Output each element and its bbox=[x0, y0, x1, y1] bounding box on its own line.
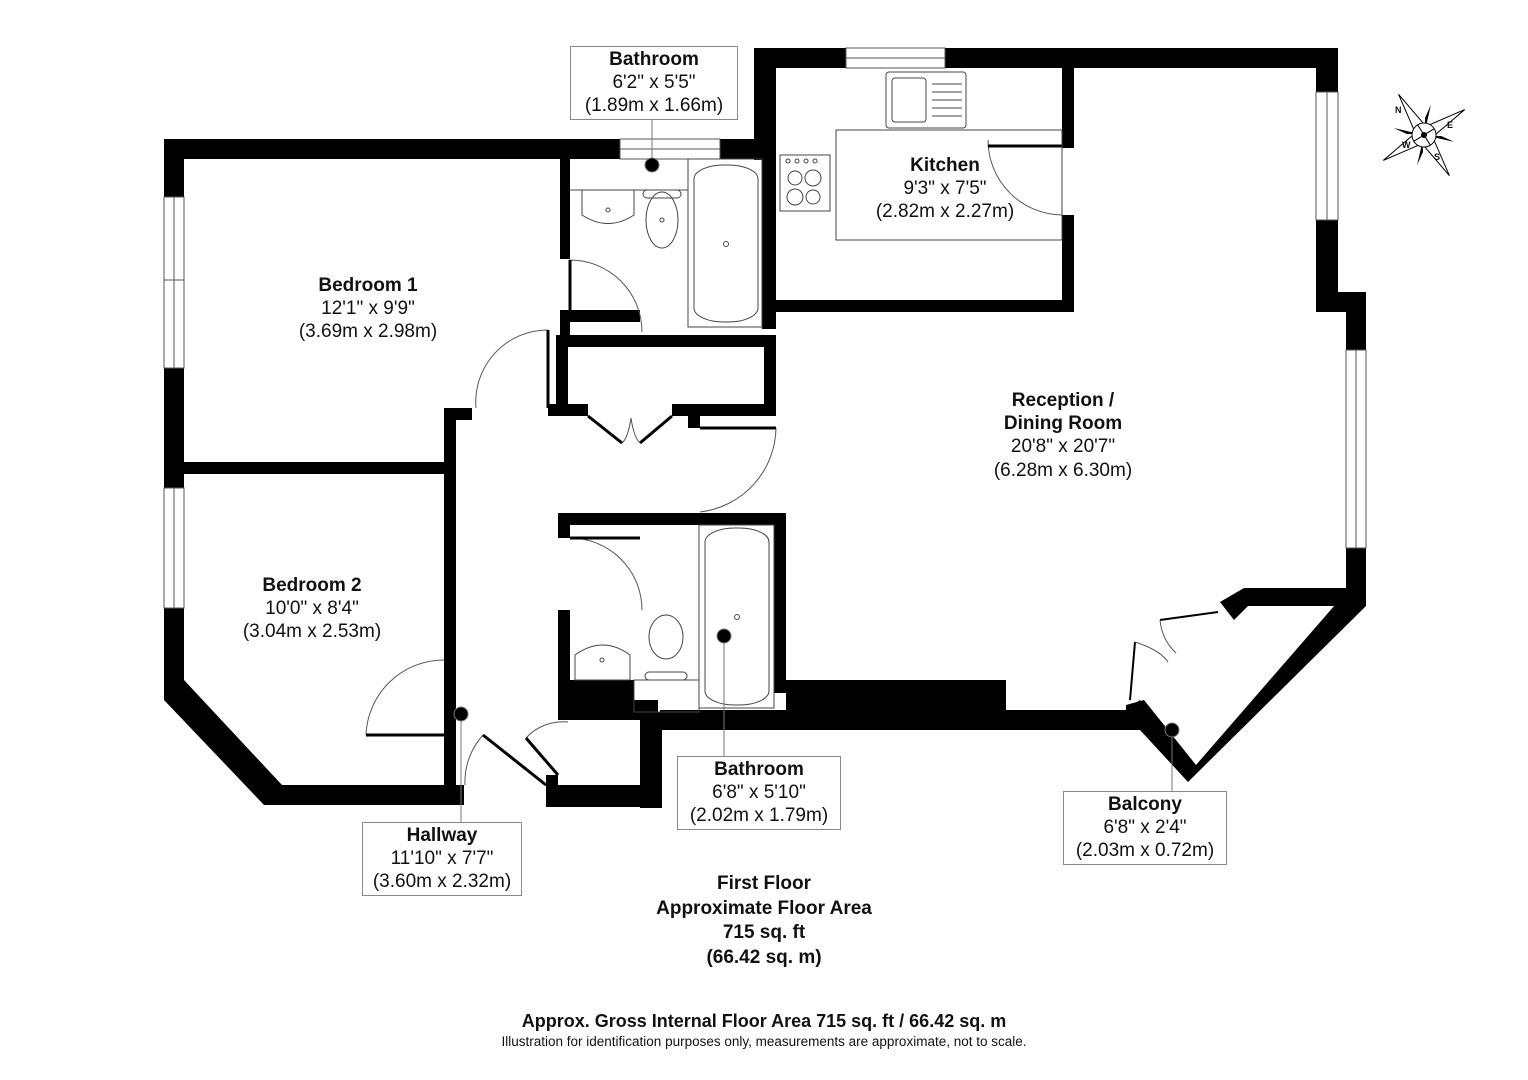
room-name-line2: Dining Room bbox=[1003, 413, 1123, 435]
room-imperial: 11'10" x 7'7" bbox=[390, 848, 494, 870]
floor-area-sqft: 715 sq. ft bbox=[722, 922, 806, 944]
room-name: Bedroom 1 bbox=[318, 275, 418, 296]
compass-w-label: W bbox=[1402, 140, 1411, 150]
room-label-reception: Reception / Dining Room 20'8" x 20'7" (6… bbox=[963, 389, 1163, 482]
compass-n-label: N bbox=[1395, 105, 1402, 115]
walls bbox=[164, 48, 1366, 808]
room-name: Balcony bbox=[1108, 794, 1182, 815]
room-name: Kitchen bbox=[910, 155, 980, 176]
room-imperial: 20'8" x 20'7" bbox=[1010, 436, 1116, 458]
room-metric: (2.02m x 1.79m) bbox=[689, 805, 829, 827]
room-metric: (3.69m x 2.98m) bbox=[298, 321, 438, 343]
room-label-hallway: Hallway 11'10" x 7'7" (3.60m x 2.32m) bbox=[362, 822, 522, 896]
room-label-bathroom-bottom: Bathroom 6'8" x 5'10" (2.02m x 1.79m) bbox=[677, 756, 841, 830]
floor-area-label: Approximate Floor Area bbox=[656, 897, 872, 919]
room-name: Bathroom bbox=[714, 759, 804, 780]
room-label-bathroom-top: Bathroom 6'2" x 5'5" (1.89m x 1.66m) bbox=[570, 46, 738, 120]
room-label-balcony: Balcony 6'8" x 2'4" (2.03m x 0.72m) bbox=[1063, 791, 1227, 865]
disclaimer-text: Illustration for identification purposes… bbox=[501, 1034, 1027, 1049]
room-metric: (2.82m x 2.27m) bbox=[875, 201, 1015, 223]
room-metric: (2.03m x 0.72m) bbox=[1075, 840, 1215, 862]
room-imperial: 6'2" x 5'5" bbox=[612, 72, 696, 94]
doors bbox=[365, 139, 1219, 787]
label-leaders bbox=[453, 120, 1180, 822]
floor-area-sqm: (66.42 sq. m) bbox=[706, 947, 822, 969]
room-metric: (3.60m x 2.32m) bbox=[372, 871, 512, 893]
room-name: Bedroom 2 bbox=[262, 575, 362, 596]
compass-s-label: S bbox=[1434, 152, 1441, 162]
room-label-kitchen: Kitchen 9'3" x 7'5" (2.82m x 2.27m) bbox=[845, 154, 1045, 224]
gross-area-text: Approx. Gross Internal Floor Area 715 sq… bbox=[521, 1011, 1007, 1031]
room-name: Hallway bbox=[406, 825, 478, 846]
windows bbox=[163, 47, 1367, 609]
fixtures bbox=[570, 71, 1063, 713]
room-metric: (1.89m x 1.66m) bbox=[584, 95, 724, 117]
compass-e-label: E bbox=[1447, 120, 1454, 130]
room-imperial: 9'3" x 7'5" bbox=[903, 178, 987, 200]
floor-name: First Floor bbox=[717, 873, 811, 894]
room-imperial: 6'8" x 5'10" bbox=[712, 782, 806, 804]
room-label-bedroom-2: Bedroom 2 10'0" x 8'4" (3.04m x 2.53m) bbox=[212, 574, 412, 644]
room-label-bedroom-1: Bedroom 1 12'1" x 9'9" (3.69m x 2.98m) bbox=[268, 274, 468, 344]
room-imperial: 12'1" x 9'9" bbox=[321, 298, 415, 320]
floor-summary: First Floor Approximate Floor Area 715 s… bbox=[614, 872, 914, 971]
room-metric: (6.28m x 6.30m) bbox=[993, 459, 1133, 481]
room-imperial: 10'0" x 8'4" bbox=[265, 598, 359, 620]
room-imperial: 6'8" x 2'4" bbox=[1103, 817, 1187, 839]
room-metric: (3.04m x 2.53m) bbox=[242, 621, 382, 643]
compass-icon bbox=[1382, 93, 1466, 177]
room-name: Bathroom bbox=[609, 49, 699, 70]
room-name: Reception / bbox=[1011, 390, 1115, 411]
